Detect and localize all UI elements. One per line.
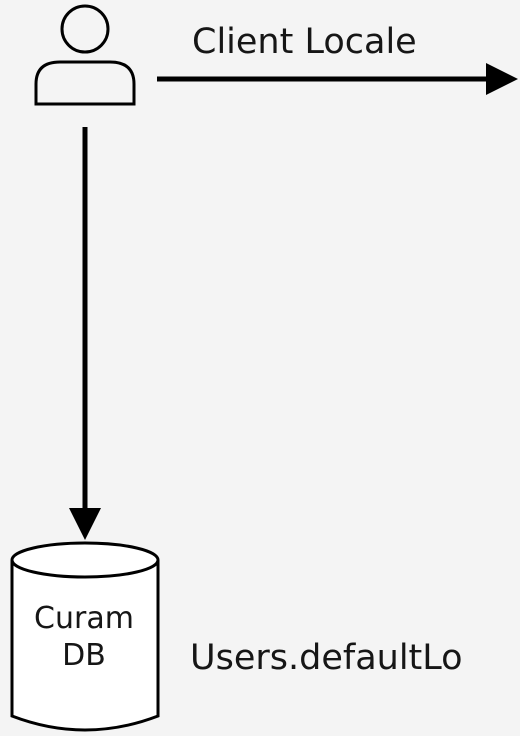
users-default-locale-label: Users.defaultLo (190, 638, 463, 678)
user-icon (34, 4, 136, 106)
database-label-line1: Curam (34, 601, 134, 636)
user-to-db-arrowhead (69, 508, 101, 540)
database-cylinder-top (10, 541, 160, 579)
user-to-db-arrow (69, 127, 101, 540)
user-icon-body (34, 60, 136, 106)
database-label-line2: DB (62, 638, 106, 673)
client-locale-arrowhead (486, 63, 518, 95)
client-locale-label: Client Locale (192, 22, 417, 62)
user-icon-head (60, 4, 110, 54)
client-locale-arrow (157, 63, 518, 95)
database-label: Curam DB (14, 600, 154, 674)
database-cylinder-body (10, 560, 160, 732)
database-cylinder-icon (10, 541, 160, 732)
